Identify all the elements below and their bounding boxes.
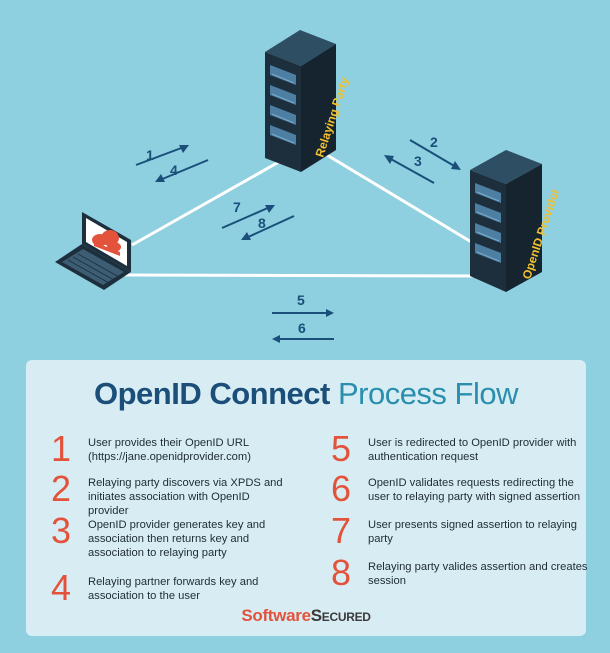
step-number: 8 [330, 552, 352, 593]
step-number: 7 [330, 510, 352, 551]
process-flow-panel: OpenID Connect Process Flow 1 User provi… [26, 360, 588, 636]
arrow-3 [384, 155, 435, 184]
connection-lines [117, 148, 493, 278]
step-text: OpenID provider generates key and associ… [88, 519, 266, 559]
arrow-label-8: 8 [258, 215, 266, 231]
arrow-label-1: 1 [146, 147, 154, 163]
arrow-5 [272, 309, 334, 317]
step-number: 6 [330, 468, 352, 509]
brand-logo: SoftwareSecured [26, 606, 586, 626]
step-number: 5 [330, 428, 352, 469]
step-number: 3 [50, 510, 72, 551]
title-bold: OpenID Connect [93, 376, 330, 411]
line-relaying-party-to-provider [321, 150, 479, 248]
user-laptop-icon [55, 212, 131, 290]
arrow-1 [135, 145, 189, 166]
arrow-label-5: 5 [297, 292, 305, 308]
step-number: 4 [50, 567, 72, 608]
arrow-label-4: 4 [170, 162, 178, 178]
brand-part-software: Software [241, 606, 311, 625]
step-number: 1 [50, 428, 72, 469]
step-text: Relaying party discovers via XPDS and in… [88, 477, 283, 517]
arrow-label-2: 2 [430, 134, 438, 150]
title-light: Process Flow [337, 376, 519, 411]
step-text: User is redirected to OpenID provider wi… [368, 437, 577, 463]
line-user-to-provider [117, 273, 493, 278]
brand-part-secured: Secured [310, 606, 371, 625]
arrow-4 [155, 159, 209, 182]
arrows [135, 139, 461, 343]
arrow-label-7: 7 [233, 199, 241, 215]
arrow-label-3: 3 [414, 153, 422, 169]
step-text: Relaying party valides assertion and cre… [368, 561, 588, 587]
line-user-to-relaying-party [131, 148, 301, 247]
step-text: User provides their OpenID URL (https://… [88, 437, 251, 463]
cloud-icon [92, 230, 121, 256]
step-text: User presents signed assertion to relayi… [368, 519, 577, 545]
arrow-6 [272, 335, 334, 343]
arrow-2 [409, 139, 461, 170]
step-text: Relaying partner forwards key and associ… [88, 576, 259, 602]
step-text: OpenID validates requests redirecting th… [368, 477, 581, 503]
arrow-7 [221, 205, 275, 229]
arrow-label-6: 6 [298, 320, 306, 336]
flow-diagram: Relaying Party OpenID Provider [55, 30, 562, 343]
arrow-8 [241, 215, 295, 240]
relaying-party-server-icon: Relaying Party [265, 30, 352, 172]
openid-provider-server-icon: OpenID Provider [470, 150, 562, 292]
step-number: 2 [50, 468, 72, 509]
page-title: OpenID Connect Process Flow [26, 376, 586, 412]
